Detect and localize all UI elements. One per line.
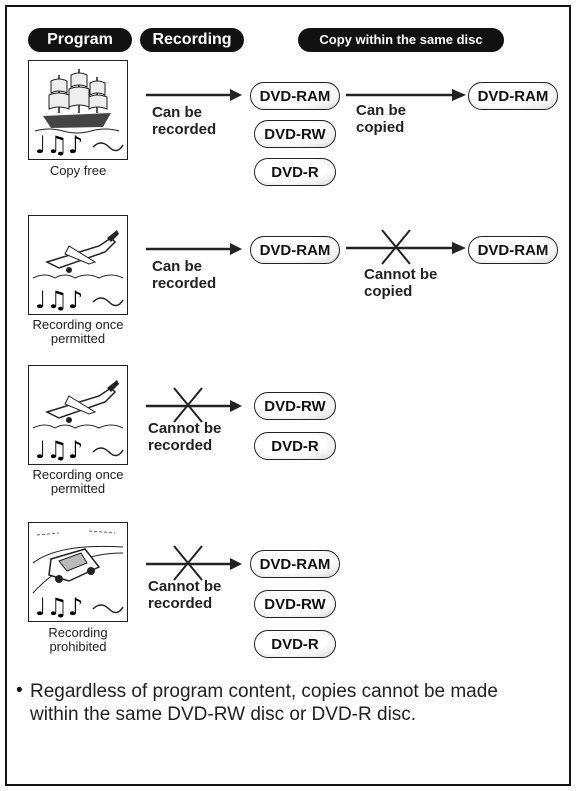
recording-header: Recording [140,28,244,52]
diagram-frame [5,5,571,786]
copy-arrow [346,89,466,101]
row4-caption: Recording prohibited [48,625,108,654]
program-thumbnail: ♩♫♪ [28,60,128,160]
disc-dvd-rw: DVD-RW [254,120,336,148]
row2-caption: Recording once permitted [32,317,124,346]
disc-dvd-r: DVD-R [254,158,336,186]
copy-disc-dvd-ram: DVD-RAM [468,236,558,264]
disc-dvd-rw: DVD-RW [254,590,336,618]
row3-record-label: Cannot be recorded [148,420,222,454]
svg-text:♩♫♪: ♩♫♪ [35,436,83,463]
record-arrow [146,243,242,255]
svg-text:♩♫♪: ♩♫♪ [35,131,83,158]
disc-dvd-ram: DVD-RAM [250,236,340,264]
airplane-icon: ♩♫♪ [32,230,124,314]
airplane-icon: ♩♫♪ [32,380,124,464]
program-thumbnail: ♩♫♪ [28,365,128,465]
svg-text:♩♫♪: ♩♫♪ [35,593,83,620]
program-header: Program [28,28,132,52]
disc-dvd-r: DVD-R [254,432,336,460]
program-thumbnail: ♩♫♪ [28,215,128,315]
program-thumbnail: ♩♫♪ [28,522,128,622]
copy-disc-dvd-ram: DVD-RAM [468,82,558,110]
row2-copy-label: Cannot be copied [364,266,438,300]
record-arrow [146,89,242,101]
disc-dvd-ram: DVD-RAM [250,82,340,110]
row4-record-label: Cannot be recorded [148,578,222,612]
row3-caption: Recording once permitted [32,467,124,496]
car-icon: ♩♫♪ [32,530,124,621]
ship-icon: ♩♫♪ [34,69,124,159]
row1-copy-label: Can be copied [356,102,407,136]
record-arrow-blocked [146,387,242,423]
note-bullet: • [16,680,23,701]
copy-header: Copy within the same disc [298,28,504,52]
row2-record-label: Can be recorded [152,258,217,292]
disc-dvd-r: DVD-R [254,630,336,658]
svg-text:♩♫♪: ♩♫♪ [35,286,83,313]
disc-dvd-ram: DVD-RAM [250,550,340,578]
row1-record-label: Can be recorded [152,104,217,138]
disc-dvd-rw: DVD-RW [254,392,336,420]
copy-arrow-blocked [346,229,466,265]
footnote: Regardless of program content, copies ca… [30,681,498,725]
row1-caption: Copy free [49,163,107,178]
record-arrow-blocked [146,545,242,581]
